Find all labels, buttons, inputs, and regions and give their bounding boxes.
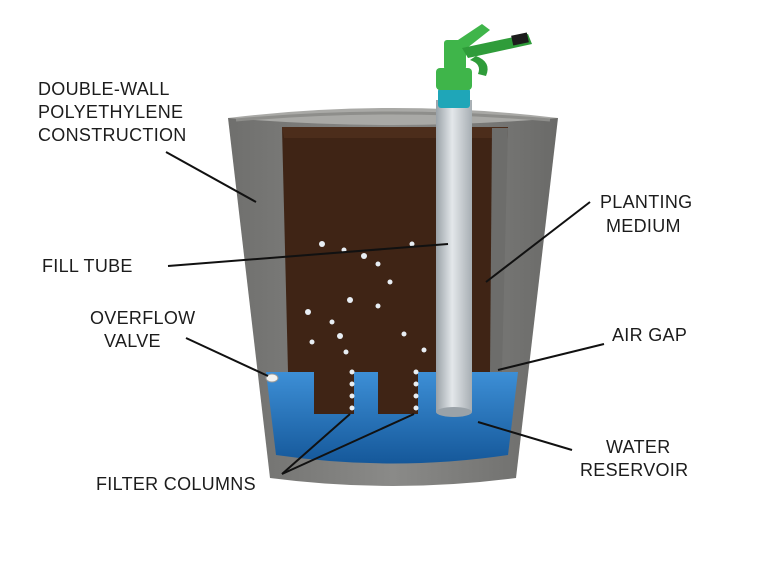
leader-double-wall (165, 151, 257, 203)
filter-column-right (378, 356, 418, 414)
filter-column-left (314, 356, 354, 414)
overflow-valve-hole (265, 373, 279, 383)
leader-air-gap (497, 343, 605, 371)
leader-water-reservoir (477, 421, 573, 451)
label-planting-medium: PLANTING MEDIUM (600, 192, 698, 236)
leader-filter-columns-right (281, 413, 415, 475)
planting-medium-soil (282, 127, 508, 372)
pot-rim (228, 108, 558, 125)
leader-overflow-valve (185, 337, 269, 377)
label-overflow-valve: OVERFLOW VALVE (90, 308, 201, 351)
label-double-wall: DOUBLE-WALL POLYETHYLENE CONSTRUCTION (38, 79, 189, 145)
hose-nozzle-icon (436, 24, 532, 108)
leader-filter-columns-left (281, 413, 351, 475)
leader-fill-tube (167, 243, 449, 267)
label-air-gap: AIR GAP (612, 325, 687, 345)
air-bubble-icon (305, 241, 427, 355)
air-gap-band (490, 128, 508, 372)
leader-planting-medium (485, 201, 591, 283)
fill-tube (436, 100, 472, 412)
label-water-reservoir: WATER RESERVOIR (580, 437, 688, 480)
label-fill-tube: FILL TUBE (42, 256, 133, 276)
label-filter-columns: FILTER COLUMNS (96, 474, 256, 494)
